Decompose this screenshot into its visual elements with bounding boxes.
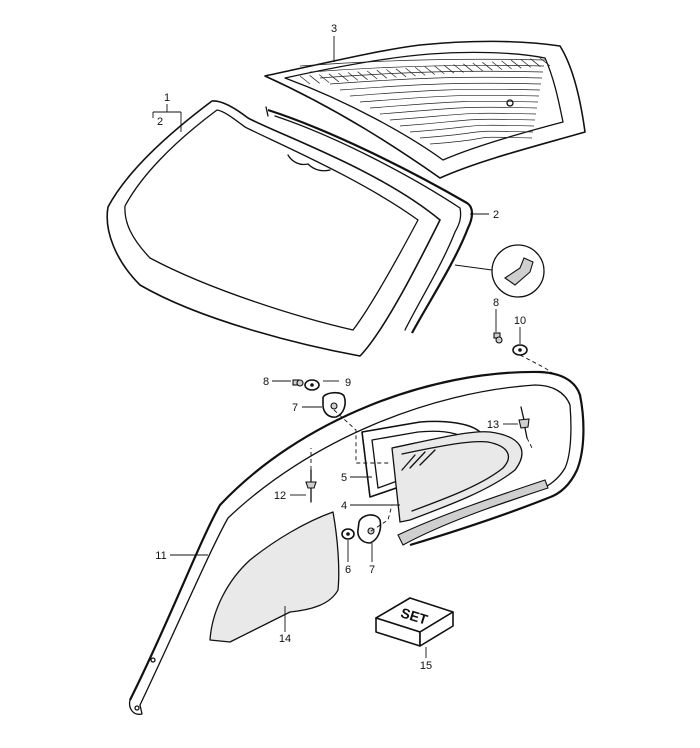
callout-1: 1 (164, 92, 170, 104)
heater-line (429, 136, 533, 145)
heater-line (366, 70, 378, 80)
callout-3: 3 (331, 23, 337, 35)
callout-14: 14 (279, 633, 291, 645)
callout-4: 4 (341, 500, 347, 512)
heater-line (309, 64, 545, 73)
spacer-7-bottom (357, 514, 382, 544)
spacer-7-left (322, 391, 346, 418)
rear-window-mount-point (506, 99, 514, 107)
heater-line (379, 106, 538, 115)
set-box: SET (375, 597, 454, 647)
callout-numbers: 1 2 3 2 8 9 7 8 10 13 12 5 4 6 7 11 14 1… (155, 23, 526, 672)
quarter-window-seal-strip (397, 479, 549, 546)
heater-line (424, 66, 436, 75)
washer-10 (512, 344, 528, 356)
heater-line (472, 62, 484, 72)
washer-6 (341, 528, 355, 540)
heater-line (520, 59, 532, 68)
heater-grid-lines (299, 57, 551, 145)
heater-line (309, 75, 320, 84)
callout-8-left: 8 (263, 376, 269, 388)
callout-5: 5 (341, 472, 347, 484)
windshield-seal (265, 106, 474, 334)
callout-12: 12 (274, 490, 286, 502)
heater-line (419, 130, 534, 139)
heater-line (319, 70, 544, 79)
callout-15: 15 (420, 660, 432, 672)
side-window-seal (128, 370, 585, 715)
assembly-line-spacer-7-bottom (370, 504, 393, 532)
assembly-line-washer-10 (519, 354, 556, 376)
callout-13: 13 (487, 419, 499, 431)
heater-line (414, 67, 426, 76)
heater-line (328, 73, 340, 83)
callout-11: 11 (155, 550, 166, 562)
callout-9: 9 (345, 377, 351, 389)
heater-line (299, 75, 311, 85)
seal-profile-detail (454, 244, 545, 298)
set-box-label: SET (399, 604, 430, 627)
heater-line (389, 112, 537, 121)
screw-8-right (493, 332, 503, 344)
assembly-line-clip-13 (526, 437, 533, 449)
rear-window (264, 40, 586, 179)
heater-line (409, 124, 535, 133)
heater-line (359, 94, 540, 103)
heater-line (539, 57, 551, 67)
callout-10: 10 (514, 315, 526, 327)
heater-line (395, 68, 407, 78)
windshield (106, 100, 441, 357)
heater-line (434, 65, 445, 75)
heater-line (510, 59, 522, 69)
callout-6: 6 (345, 564, 351, 576)
callout-2-windshield: 2 (157, 116, 163, 128)
callout-7-bottom: 7 (369, 564, 375, 576)
heater-line (357, 71, 368, 80)
heater-line (318, 74, 330, 83)
quarter-window-glass (391, 431, 523, 523)
assembly-line-spacer-7 (333, 409, 390, 464)
callout-8-top: 8 (493, 297, 499, 309)
heater-line (501, 60, 512, 70)
door-window-glass (209, 511, 340, 643)
washer-9 (304, 379, 320, 391)
heater-line (405, 67, 416, 77)
heater-line (482, 62, 493, 71)
clip-12 (305, 469, 317, 503)
heater-line (349, 88, 541, 97)
heater-line (338, 72, 349, 82)
heater-line (299, 58, 546, 67)
heater-line (329, 76, 543, 85)
heater-line (399, 118, 536, 127)
leader-lines (152, 36, 521, 658)
callout-7-left: 7 (292, 402, 298, 414)
heater-line (347, 72, 359, 81)
clip-13 (518, 406, 530, 439)
callout-2-seal: 2 (493, 209, 499, 221)
screw-8-left (292, 379, 304, 387)
heater-line (339, 82, 542, 91)
